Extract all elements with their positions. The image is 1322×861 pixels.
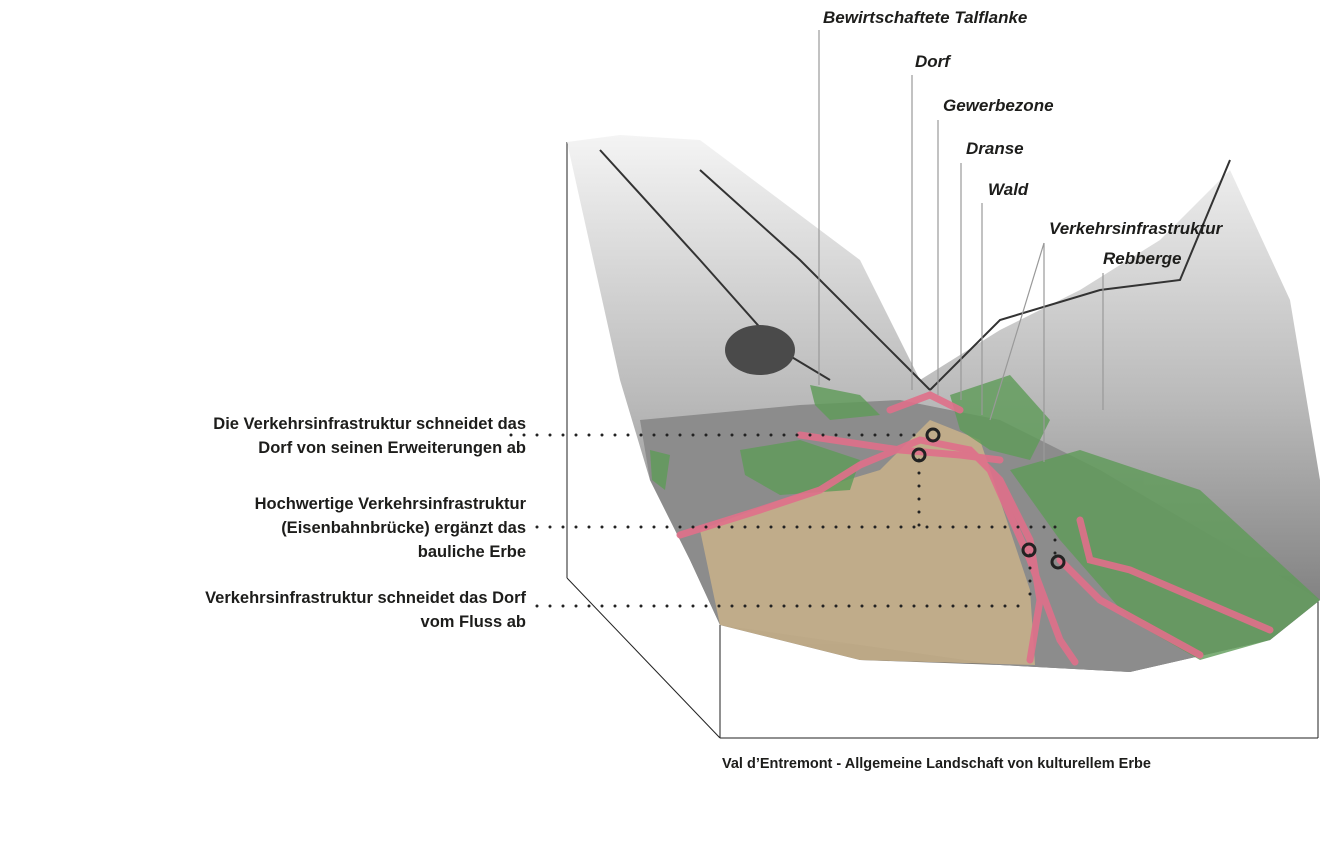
annotation-markers — [911, 427, 1066, 570]
label-wald: Wald — [988, 180, 1029, 199]
road-network — [676, 391, 1274, 666]
marker-4 — [1050, 554, 1066, 570]
annotation-line: vom Fluss ab — [420, 613, 526, 631]
marker-3 — [1021, 542, 1037, 558]
diagram-caption: Val d’Entremont - Allgemeine Landschaft … — [722, 756, 1151, 772]
annotation-line: bauliche Erbe — [417, 543, 526, 561]
label-dorf: Dorf — [915, 52, 950, 71]
label-leader-lines — [818, 30, 1104, 462]
label-rebberge: Rebberge — [1103, 249, 1182, 268]
terrain-block-outline — [566, 142, 1319, 739]
annotation-line: Dorf von seinen Erweiterungen ab — [258, 439, 526, 457]
village-area — [700, 420, 1035, 665]
annotation-3: Verkehrsinfrastruktur schneidet das Dorf… — [205, 586, 526, 634]
annotation-line: (Eisenbahnbrücke) ergänzt das — [281, 519, 526, 537]
label-gewerbezone: Gewerbezone — [943, 96, 1054, 115]
annotation-line: Verkehrsinfrastruktur schneidet das Dorf — [205, 589, 526, 607]
label-dranse: Dranse — [966, 139, 1024, 158]
label-bewirtschaftete-talflanke: Bewirtschaftete Talflanke — [823, 8, 1028, 27]
annotation-dotted-lines — [509, 433, 1057, 608]
label-verkehrsinfrastruktur: Verkehrsinfrastruktur — [1049, 219, 1223, 238]
marker-2 — [911, 447, 927, 463]
annotation-2: Hochwertige Verkehrsinfrastruktur (Eisen… — [255, 492, 526, 564]
ridge-line — [599, 149, 1231, 391]
dark-forest-patch — [725, 325, 795, 375]
annotation-1: Die Verkehrsinfrastruktur schneidet das … — [213, 412, 526, 460]
annotation-line: Hochwertige Verkehrsinfrastruktur — [254, 495, 526, 513]
annotation-line: Die Verkehrsinfrastruktur schneidet das — [213, 415, 526, 433]
marker-1 — [925, 427, 941, 443]
